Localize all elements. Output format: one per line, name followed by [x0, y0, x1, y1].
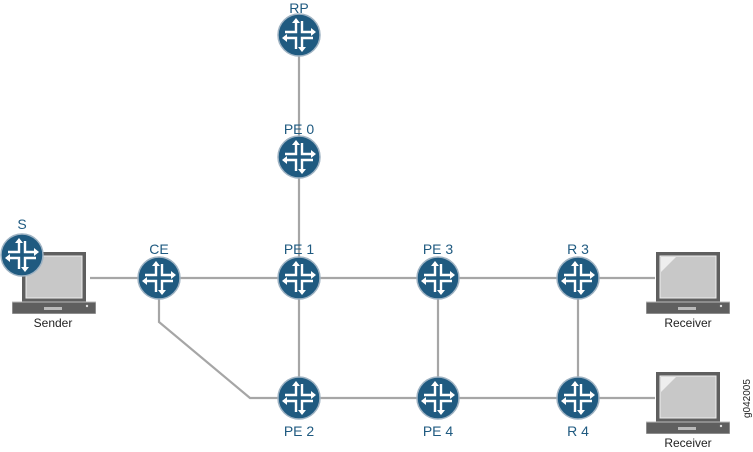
- router-icon-ce: [137, 256, 181, 300]
- label-sender: Sender: [33, 316, 73, 330]
- label-r4: R 4: [567, 423, 589, 439]
- label-receiver-1: Receiver: [664, 316, 712, 330]
- router-icon-pe0: [277, 135, 321, 179]
- label-pe2: PE 2: [283, 423, 315, 439]
- router-icon-pe1: [277, 256, 321, 300]
- router-icon-r3: [556, 256, 600, 300]
- receiver-laptop-icon: [646, 252, 730, 314]
- router-icon-s: [0, 233, 44, 277]
- router-icon-pe2: [277, 376, 321, 420]
- label-rp: RP: [289, 0, 309, 16]
- label-pe4: PE 4: [422, 423, 454, 439]
- label-r3: R 3: [567, 241, 589, 257]
- link-ce-pe2: [157, 278, 299, 400]
- label-s: S: [17, 216, 27, 232]
- router-icon-rp: [277, 13, 321, 57]
- receiver-laptop-icon: [646, 372, 730, 434]
- label-receiver-2: Receiver: [664, 436, 712, 450]
- router-icon-pe3: [416, 256, 460, 300]
- router-icon-r4: [556, 376, 600, 420]
- router-icon-pe4: [416, 376, 460, 420]
- label-pe1: PE 1: [283, 241, 315, 257]
- label-pe0: PE 0: [283, 121, 315, 137]
- label-ce: CE: [149, 241, 169, 257]
- figure-id: g042005: [742, 379, 753, 418]
- label-pe3: PE 3: [422, 241, 454, 257]
